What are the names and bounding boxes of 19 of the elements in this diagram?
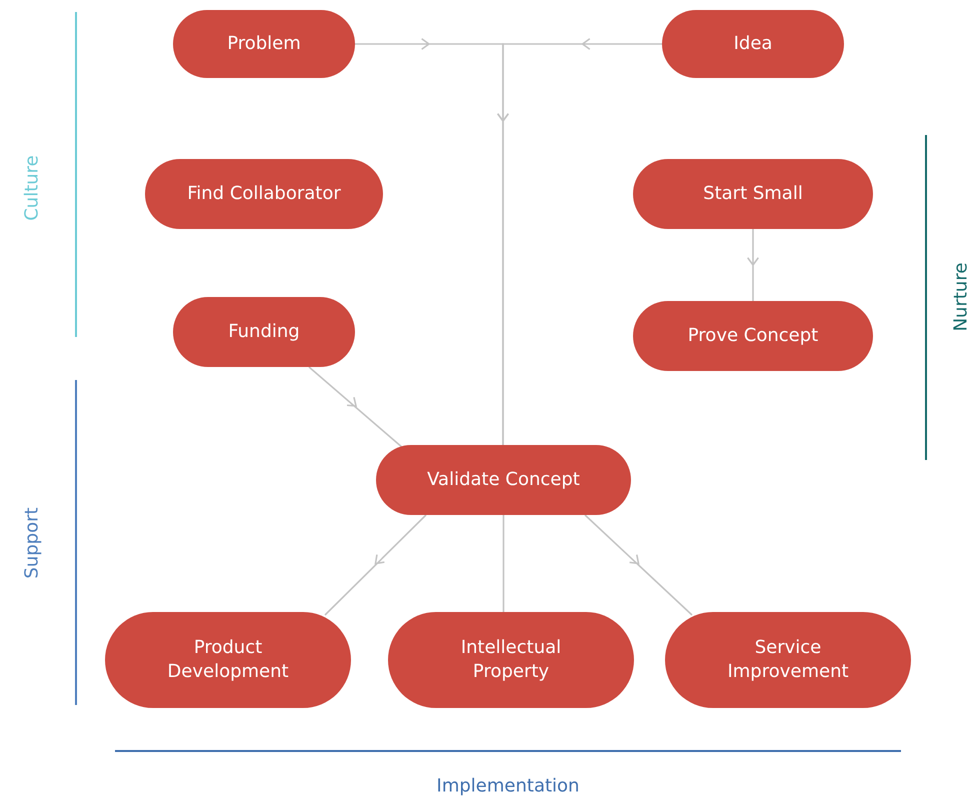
step-pill: Intellectual Property — [388, 612, 634, 708]
arrow — [496, 38, 663, 446]
step-pill: Idea — [662, 10, 844, 78]
step-pill: Validate Concept — [376, 445, 631, 515]
arrow — [746, 228, 760, 302]
group-label: Nurture — [950, 262, 972, 332]
arrow — [584, 514, 693, 616]
arrow — [324, 514, 427, 616]
step-pill: Start Small — [633, 159, 873, 229]
step-pill: Funding — [173, 297, 355, 367]
step-pill: Service Improvement — [665, 612, 911, 708]
group-label: Culture — [22, 155, 42, 221]
group-label: Support — [22, 507, 42, 579]
step-pill: Problem — [173, 10, 355, 78]
step-pill: Product Development — [105, 612, 351, 708]
step-pill: Find Collaborator — [145, 159, 383, 229]
group-label: Implementation — [436, 776, 580, 796]
arrow — [308, 366, 404, 449]
step-pill: Prove Concept — [633, 301, 873, 371]
